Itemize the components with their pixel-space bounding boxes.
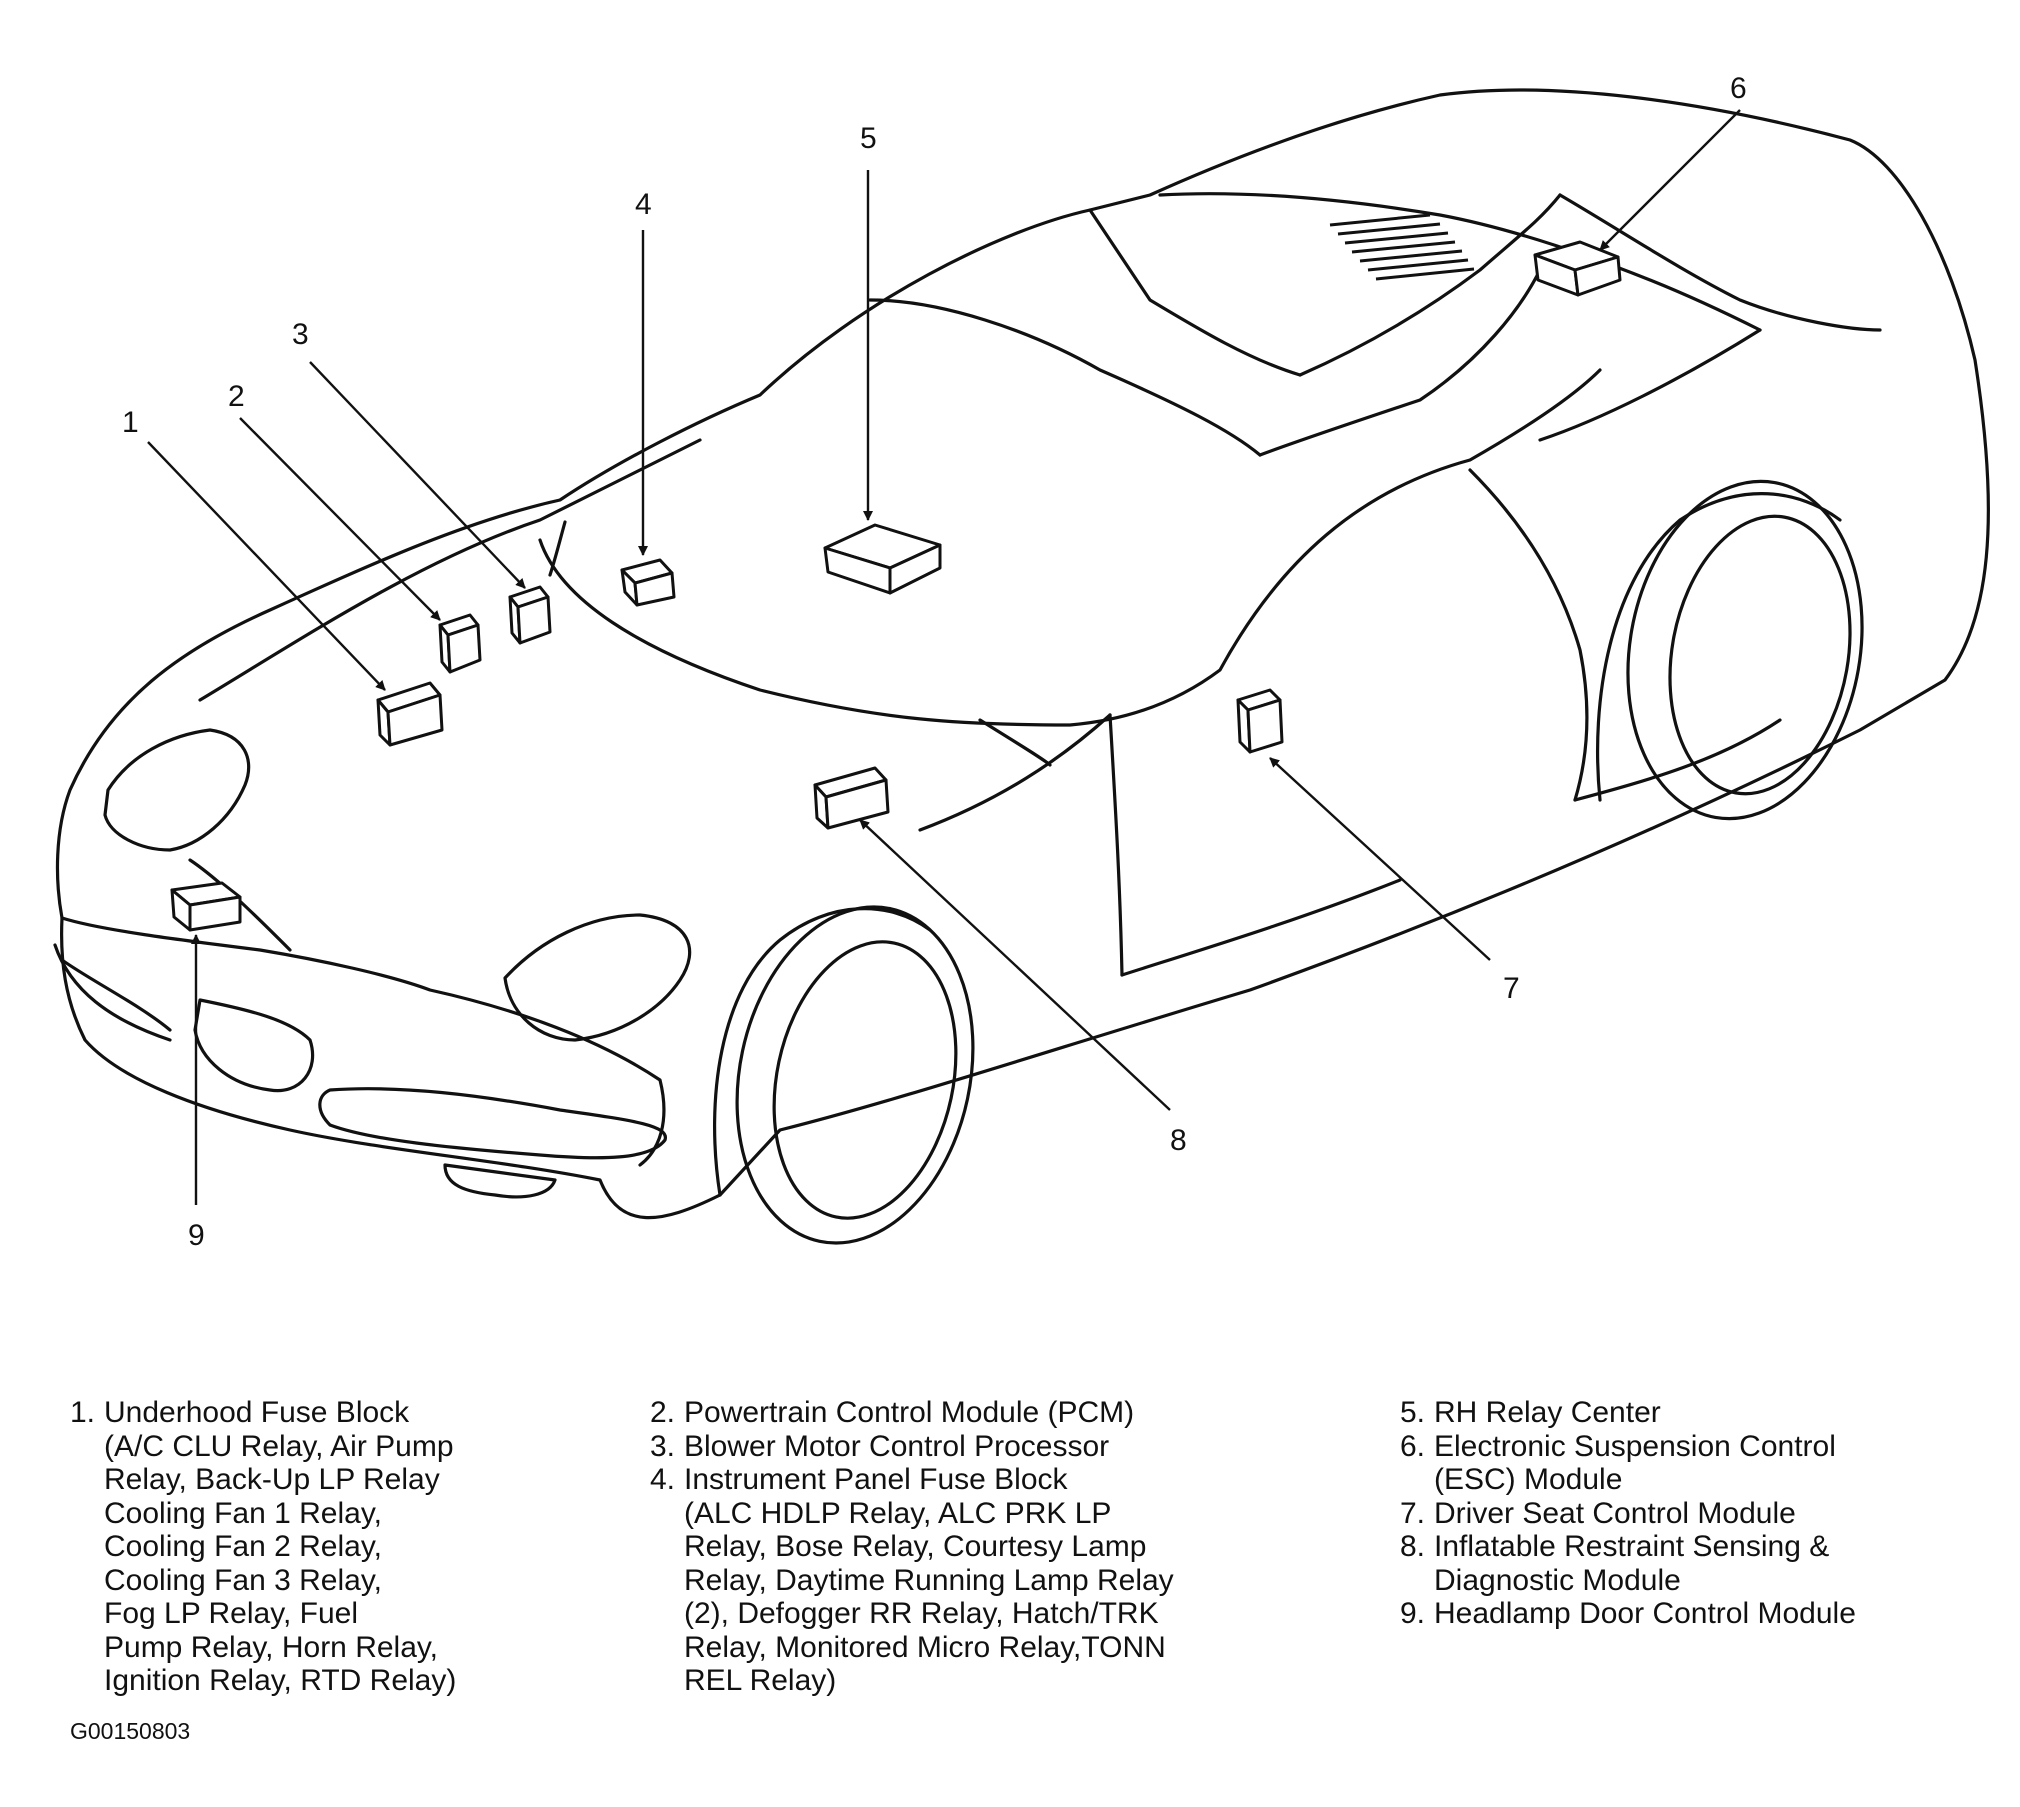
component-8-sdm (813, 766, 890, 830)
component-6-esc-module (1533, 240, 1622, 297)
legend-number: 4. (650, 1463, 676, 1496)
legend-column-1: 1. Underhood Fuse Block (A/C CLU Relay, … (70, 1396, 456, 1698)
legend-column-2: 2. Powertrain Control Module (PCM) 3. Bl… (650, 1396, 1174, 1698)
legend-text: Underhood Fuse Block (A/C CLU Relay, Air… (104, 1396, 457, 1697)
legend-item-9: 9. Headlamp Door Control Module (1400, 1597, 1856, 1631)
legend-text: Blower Motor Control Processor (684, 1429, 1110, 1463)
legend-item-8: 8. Inflatable Restraint Sensing & Diagno… (1400, 1530, 1856, 1597)
legend-number: 6. (1400, 1429, 1426, 1463)
car-outline (53, 88, 1990, 1220)
rear-vent (1329, 213, 1475, 281)
component-3-blower-motor-processor (508, 585, 552, 645)
legend-item-1: 1. Underhood Fuse Block (A/C CLU Relay, … (70, 1396, 456, 1698)
legend-number: 5. (1400, 1396, 1426, 1429)
callout-8: 8 (1170, 1124, 1187, 1157)
legend-text: RH Relay Center (1434, 1396, 1661, 1429)
leader-1 (147, 441, 386, 691)
leader-6 (1599, 109, 1741, 251)
callout-5: 5 (860, 122, 877, 155)
callout-7: 7 (1503, 972, 1520, 1005)
leader-8 (859, 819, 1171, 1111)
legend-number: 8. (1400, 1530, 1426, 1563)
component-9-headlamp-door-module (170, 881, 242, 932)
callout-3: 3 (292, 318, 309, 351)
legend-number: 2. (650, 1396, 676, 1429)
legend-text: Headlamp Door Control Module (1434, 1597, 1856, 1630)
component-7-driver-seat-module (1236, 688, 1284, 754)
component-4-ip-fuse-block (620, 558, 676, 607)
figure-id: G00150803 (70, 1718, 191, 1744)
callout-6: 6 (1730, 72, 1747, 105)
legend-item-5: 5. RH Relay Center (1400, 1396, 1856, 1430)
legend-text: Powertrain Control Module (PCM) (684, 1396, 1135, 1429)
leader-7 (1269, 757, 1491, 961)
legend-column-3: 5. RH Relay Center 6. Electronic Suspens… (1400, 1396, 1856, 1631)
leader-lines (147, 109, 1741, 1205)
callout-2: 2 (228, 380, 245, 413)
leader-3 (309, 361, 526, 589)
component-1-underhood-fuse-block (376, 681, 444, 747)
legend-item-3: 3. Blower Motor Control Processor (650, 1430, 1174, 1464)
legend-item-2: 2. Powertrain Control Module (PCM) (650, 1396, 1174, 1430)
front-wheel (712, 905, 975, 1245)
legend-item-6: 6. Electronic Suspension Control (ESC) M… (1400, 1430, 1856, 1497)
legend-text: Electronic Suspension Control (ESC) Modu… (1434, 1429, 1836, 1497)
legend-item-7: 7. Driver Seat Control Module (1400, 1497, 1856, 1531)
legend-item-4: 4. Instrument Panel Fuse Block (ALC HDLP… (650, 1463, 1174, 1698)
rear-wheel (1595, 479, 1864, 821)
legend-number: 9. (1400, 1597, 1426, 1630)
legend-text: Inflatable Restraint Sensing & Diagnosti… (1434, 1530, 1830, 1597)
callout-4: 4 (635, 188, 652, 221)
legend-number: 1. (70, 1396, 96, 1429)
legend-text: Driver Seat Control Module (1434, 1496, 1796, 1530)
component-2-pcm (438, 613, 482, 674)
callout-1: 1 (122, 406, 139, 439)
leader-2 (239, 417, 441, 621)
legend-number: 3. (650, 1429, 676, 1463)
component-5-rh-relay-center (823, 523, 942, 595)
legend-text: Instrument Panel Fuse Block (ALC HDLP Re… (684, 1463, 1174, 1697)
callout-9: 9 (188, 1219, 205, 1252)
legend-number: 7. (1400, 1496, 1426, 1530)
